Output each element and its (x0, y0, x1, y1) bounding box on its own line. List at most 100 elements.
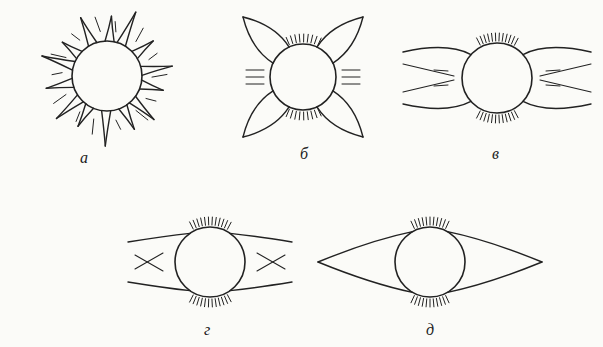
coronal-streamer (403, 48, 471, 55)
corona-streak (95, 17, 100, 31)
equatorial-ray (342, 70, 360, 71)
polar-plume (190, 222, 194, 229)
corona-streak (152, 74, 167, 77)
coronal-streamer (230, 233, 292, 242)
corona-ray (78, 104, 86, 126)
equatorial-ray (434, 70, 448, 71)
polar-plume (498, 115, 499, 123)
polar-plume (314, 36, 317, 44)
coronal-streamer (318, 262, 413, 292)
polar-plume (440, 298, 442, 306)
sun-disk (270, 44, 336, 110)
polar-plume (422, 218, 423, 226)
polar-plume (477, 38, 481, 45)
polar-plume (295, 111, 297, 119)
corona-ray (62, 42, 76, 58)
polar-plume (227, 295, 231, 302)
polar-plume (488, 114, 490, 122)
polar-plume (488, 34, 490, 42)
coronal-streamer (128, 233, 190, 242)
corona-ray (46, 87, 74, 89)
polar-plume (484, 35, 486, 43)
polar-plume (218, 218, 220, 226)
equatorial-ray (540, 64, 591, 76)
corona-ray (125, 12, 135, 46)
polar-plume (514, 111, 518, 118)
polar-plume (498, 33, 499, 41)
panel-letter: в (492, 146, 499, 162)
corona-ray (56, 102, 83, 119)
corona-streak (136, 28, 143, 41)
corona-streak (54, 95, 66, 104)
coronal-streamer (448, 262, 543, 292)
corona-ray (132, 41, 153, 51)
polar-plume (505, 114, 507, 122)
corona-streak (116, 120, 121, 129)
corona-ray (105, 16, 111, 41)
corona-streak (72, 34, 80, 40)
coronal-streamer (243, 91, 273, 137)
polar-plume (495, 33, 496, 41)
polar-plume (484, 113, 486, 121)
equatorial-ray (403, 80, 454, 92)
corona-ray (105, 111, 110, 146)
polar-plume (418, 219, 420, 227)
equatorial-ray (540, 80, 591, 92)
polar-plume (480, 112, 483, 119)
panel-letter: а (80, 150, 88, 166)
panel-letter: б (300, 146, 308, 162)
polar-plume (426, 217, 428, 225)
polar-plume (204, 299, 206, 307)
polar-plume (511, 37, 514, 44)
coronal-streamer (128, 282, 190, 291)
crossed-ray (257, 255, 285, 271)
polar-plume (415, 220, 418, 228)
polar-plume (197, 219, 199, 227)
polar-plume (430, 217, 431, 225)
corona-streak (149, 53, 157, 59)
corona-streak (76, 112, 80, 122)
polar-plume (318, 38, 321, 45)
corona-ray (62, 42, 82, 51)
corona-ray (81, 18, 89, 47)
polar-plume (422, 298, 423, 306)
polar-plume (204, 217, 206, 225)
polar-plume (295, 35, 297, 43)
corona-streak (146, 98, 156, 101)
panel-letter: г (204, 322, 210, 338)
polar-plume (436, 218, 437, 226)
equatorial-ray (246, 84, 264, 85)
polar-plume (227, 222, 231, 229)
polar-plume (197, 297, 199, 305)
polar-plume (299, 34, 301, 42)
polar-plume (508, 113, 510, 121)
polar-plume (502, 115, 503, 123)
corona-ray (102, 111, 106, 146)
polar-plume (303, 34, 304, 42)
polar-plume (511, 112, 514, 119)
corona-ray (42, 56, 72, 70)
polar-plume (286, 37, 289, 44)
polar-plume (307, 112, 309, 120)
polar-plume (436, 298, 437, 306)
coronal-streamer (523, 48, 591, 55)
polar-plume (299, 112, 301, 120)
crossed-ray (135, 255, 163, 271)
polar-plume (311, 35, 313, 43)
polar-plume (193, 296, 196, 303)
equatorial-ray (342, 84, 360, 85)
polar-plume (201, 218, 203, 226)
coronal-streamer (523, 101, 591, 108)
polar-plume (418, 298, 420, 306)
coronal-streamer (333, 91, 363, 137)
sun-disk (395, 227, 465, 297)
polar-plume (491, 115, 493, 123)
corona-ray (78, 108, 94, 126)
coronal-streamer (317, 107, 363, 137)
polar-plume (426, 299, 428, 307)
coronal-streamer (318, 232, 413, 262)
polar-plume (307, 34, 309, 42)
equatorial-ray (546, 70, 560, 71)
corona-ray (111, 16, 114, 42)
